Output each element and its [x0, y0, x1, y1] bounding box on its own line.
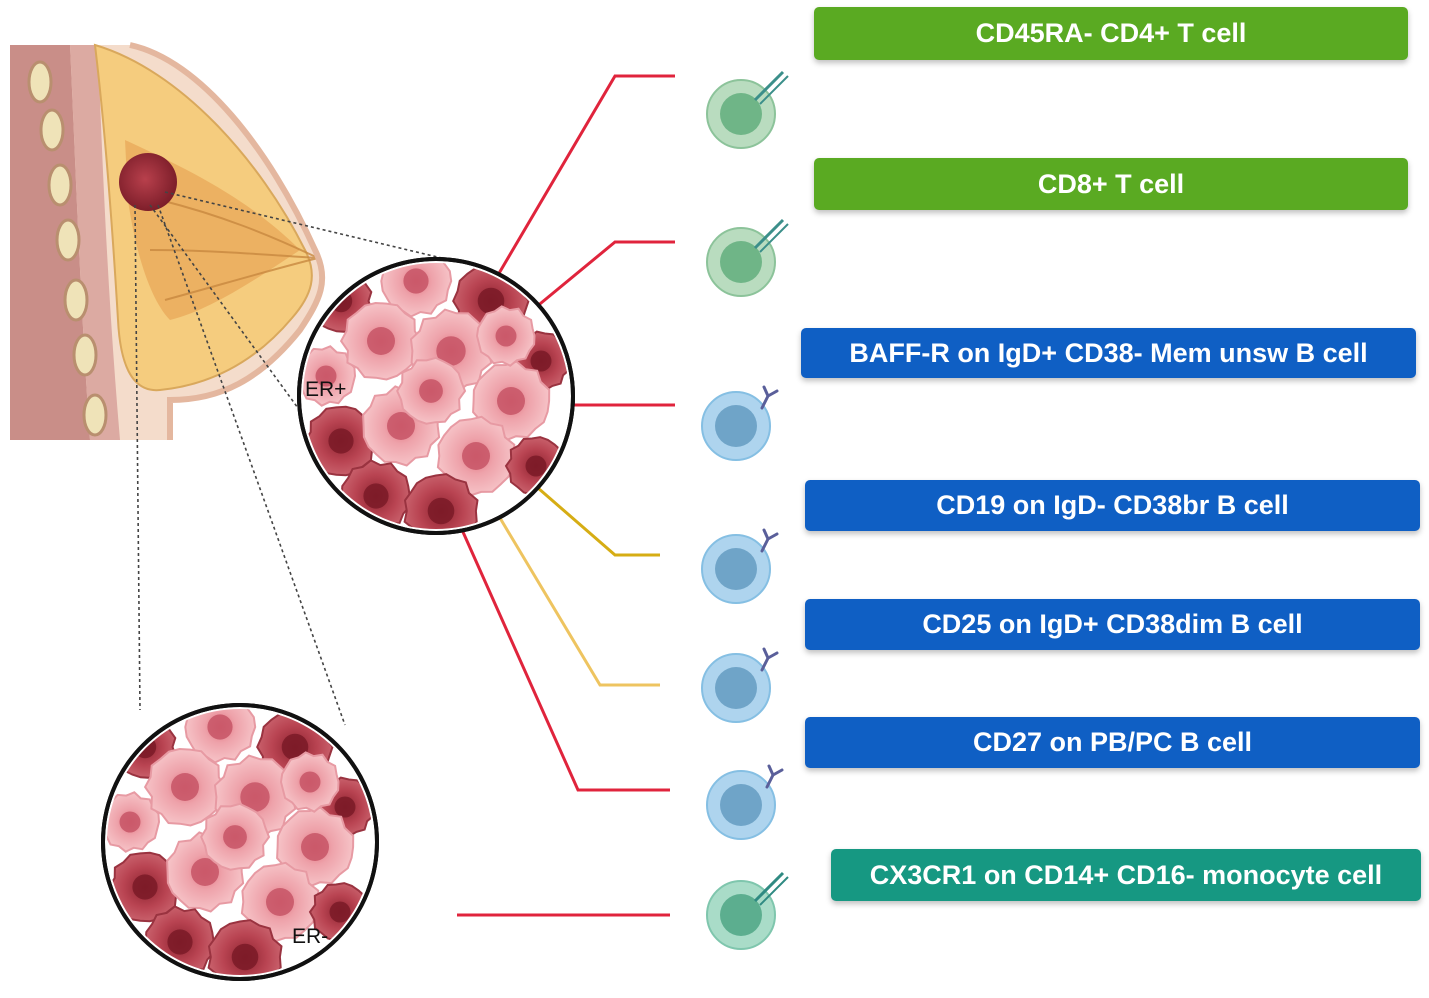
population-label: BAFF-R on IgD+ CD38- Mem unsw B cell — [849, 337, 1368, 368]
cell-nucleus — [387, 412, 415, 440]
cell-nucleus — [525, 455, 547, 477]
cell-nucleus — [720, 241, 762, 283]
receptor-icon — [753, 871, 785, 903]
rib-bone — [27, 60, 53, 104]
cell-nucleus — [495, 325, 517, 347]
connector-line — [534, 240, 675, 310]
cell-nucleus — [167, 929, 193, 955]
rib-bone — [72, 333, 98, 377]
rib-bones — [27, 60, 108, 437]
antibody-receptor-icon — [765, 764, 784, 789]
cell-nucleus — [240, 782, 270, 812]
chest-outline — [129, 42, 326, 440]
rib-bone — [82, 393, 108, 437]
population-label: CD27 on PB/PC B cell — [972, 727, 1253, 757]
cell-nucleus — [477, 287, 505, 315]
population-banner: CD8+ T cell — [814, 158, 1408, 210]
receptor-icon — [753, 70, 785, 102]
receptor-icon — [759, 223, 789, 253]
b-cell-cell — [701, 647, 779, 723]
connector-lines — [457, 74, 675, 917]
tumor-er-positive — [297, 257, 575, 535]
rib-bone — [47, 163, 73, 207]
rib-bone — [55, 218, 81, 262]
cell-nucleus — [132, 874, 158, 900]
population-label: CX3CR1 on CD14+ CD16- monocyte cell — [869, 859, 1383, 890]
t-cell-cell — [706, 70, 789, 149]
population-label: CD25 on IgD+ CD38dim B cell — [922, 609, 1303, 639]
immune-cells — [701, 70, 789, 950]
cell-nucleus — [315, 365, 337, 387]
cell-nucleus — [329, 901, 351, 923]
t-cell-cell — [706, 218, 789, 297]
antibody-receptor-icon — [760, 528, 779, 553]
population-banner: CX3CR1 on CD14+ CD16- monocyte cell — [831, 849, 1421, 901]
cell-nucleus — [419, 379, 443, 403]
population-banner: BAFF-R on IgD+ CD38- Mem unsw B cell — [801, 328, 1416, 378]
rib-bone — [63, 278, 89, 322]
connector-line — [537, 486, 660, 557]
cell-nucleus — [363, 483, 389, 509]
breast-illustration — [10, 42, 326, 440]
tumor-nodule — [119, 153, 177, 211]
cell-nucleus — [207, 714, 233, 740]
receptor-icon — [759, 75, 789, 105]
population-banner: CD45RA- CD4+ T cell — [814, 7, 1408, 60]
cell-nucleus — [328, 428, 354, 454]
cell-nucleus — [715, 548, 757, 590]
cell-nucleus — [497, 387, 525, 415]
connector-line — [496, 74, 675, 276]
cell-nucleus — [720, 93, 762, 135]
cell-nucleus — [191, 858, 219, 886]
cell-nucleus — [530, 350, 552, 372]
connector-line — [461, 531, 670, 792]
cell-nucleus — [119, 811, 141, 833]
monocyte-cell — [706, 871, 789, 950]
tumor-er-negative — [101, 703, 379, 981]
cell-nucleus — [171, 773, 199, 801]
rib-bone — [39, 108, 65, 152]
cell-nucleus — [223, 825, 247, 849]
cell-nucleus — [301, 833, 329, 861]
cell-nucleus — [715, 405, 757, 447]
population-banner: CD27 on PB/PC B cell — [805, 717, 1420, 768]
cell-nucleus — [367, 327, 395, 355]
cell-nucleus — [720, 894, 762, 936]
cell-nucleus — [266, 888, 294, 916]
tumor-cells-er-negative — [107, 709, 373, 975]
population-label: CD19 on IgD- CD38br B cell — [936, 490, 1289, 520]
cell-nucleus — [281, 733, 309, 761]
tumor-cells-er-positive — [303, 263, 569, 529]
cell-nucleus — [720, 784, 762, 826]
muscle-wall — [10, 45, 90, 440]
er-negative-label: ER- — [292, 925, 329, 948]
population-label: CD8+ T cell — [1037, 168, 1185, 199]
b-cell-cell — [701, 528, 779, 604]
cell-nucleus — [334, 796, 356, 818]
zoom-lines — [134, 191, 451, 726]
cell-nucleus — [436, 336, 466, 366]
antibody-receptor-icon — [760, 385, 779, 410]
er-positive-label: ER+ — [305, 378, 347, 401]
receptor-icon — [759, 876, 789, 906]
cell-nucleus — [403, 268, 429, 294]
connector-line — [498, 517, 660, 687]
cell-nucleus — [715, 667, 757, 709]
population-banner: CD25 on IgD+ CD38dim B cell — [805, 599, 1420, 650]
cell-nucleus — [462, 442, 490, 470]
b-cell-cell — [701, 385, 779, 461]
milk-ducts — [149, 199, 319, 301]
population-label: CD45RA- CD4+ T cell — [975, 18, 1247, 48]
b-cell-cell — [706, 764, 784, 840]
receptor-icon — [753, 218, 785, 250]
cell-nucleus — [299, 771, 321, 793]
cell-nucleus — [427, 497, 455, 525]
population-banner: CD19 on IgD- CD38br B cell — [805, 480, 1420, 531]
muscle-stripe — [60, 45, 120, 440]
antibody-receptor-icon — [760, 647, 779, 672]
cell-nucleus — [231, 943, 259, 971]
